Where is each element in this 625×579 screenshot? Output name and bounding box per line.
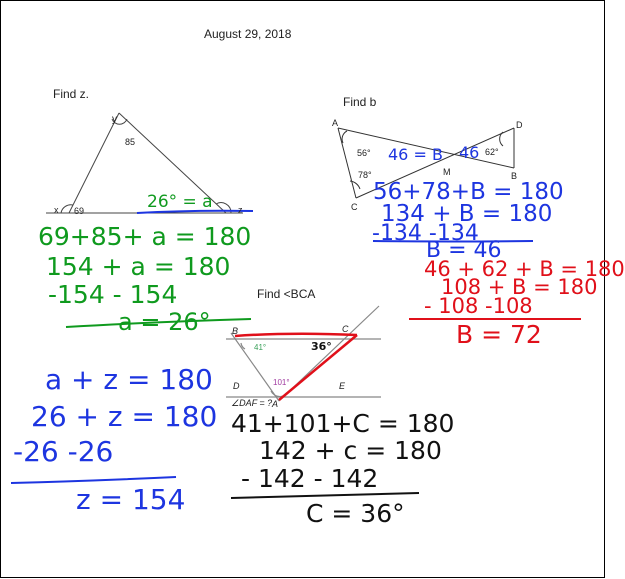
find-b-red-line-1: 46 + 62 + B = 180 [424,257,625,281]
find-b-blue-line-2: 134 + B = 180 [381,201,553,227]
find-bca-work-line-4: C = 36° [306,499,405,528]
find-z-work-line-1: 69+85+ a = 180 [38,222,252,251]
angle-label-y: y [112,114,117,125]
find-b-title: Find b [343,95,377,109]
vertex-label-M: M [443,167,451,177]
find-b-blue-line-4: B = 46 [426,238,502,263]
angle-label-41: 41° [254,343,267,352]
find-z-work-line-7: -26 -26 [13,435,114,468]
find-bca-figure [226,305,420,499]
angle-label-z: z [238,205,243,215]
angle-label-78: 78° [358,170,372,180]
find-b-red-line-3: - 108 -108 [424,294,533,318]
find-b-bowtie-figure [337,127,581,321]
vertex-label-E-parallel: E [339,381,346,391]
angle-label-62: 62° [485,147,499,157]
find-z-work-line-8: z = 154 [76,483,186,516]
annotation-46-equals-b: 46 = B [388,145,443,164]
find-z-work-line-4: a = 26° [118,308,211,336]
angle-label-x: x [54,205,59,215]
vertex-label-B: B [511,171,518,181]
find-b-red-line-2: 108 + B = 180 [441,275,598,299]
annotation-36-degrees: 36° [311,340,332,353]
find-z-triangle-figure [10,112,254,484]
vertex-label-C-parallel: C [342,324,349,334]
vertex-label-A: A [332,118,339,128]
angle-label-101: 101° [273,378,290,387]
find-z-work-line-6: 26 + z = 180 [31,400,218,433]
find-z-work-line-3: -154 - 154 [48,280,178,309]
vertex-label-D: D [516,120,523,130]
vertex-label-C: C [351,202,358,212]
angle-label-85: 85 [125,137,136,147]
vertex-label-B-parallel: B [232,326,239,336]
find-bca-work-line-2: 142 + c = 180 [259,436,442,465]
handwritten-a-equals-26: 26° = a [147,192,213,212]
find-z-title: Find z. [53,87,90,101]
find-bca-work-line-3: - 142 - 142 [241,464,379,493]
angle-label-56: 56° [357,148,371,158]
find-bca-title: Find <BCA [257,287,316,301]
page-date: August 29, 2018 [204,27,292,41]
angle-label-daf: ∠DAF = ? [231,398,273,408]
find-b-blue-line-3: -134 -134 [372,221,479,246]
annotation-46-right: 46 [459,143,480,162]
find-b-blue-line-1: 56+78+B = 180 [373,179,564,205]
vertex-label-D-parallel: D [233,381,240,391]
find-z-work-line-2: 154 + a = 180 [46,252,231,281]
find-z-work-line-5: a + z = 180 [45,363,213,396]
find-bca-work-line-1: 41+101+C = 180 [231,409,455,438]
vertex-label-A-parallel: A [272,399,279,409]
find-b-red-line-4: B = 72 [456,320,542,349]
angle-label-69: 69 [74,206,85,216]
